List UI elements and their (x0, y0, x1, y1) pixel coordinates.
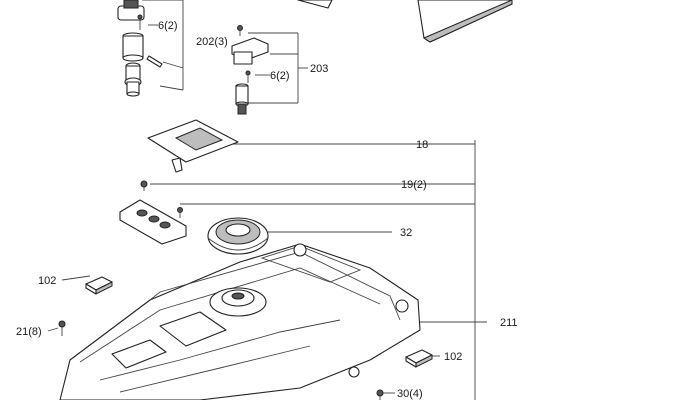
label-203: 203 (310, 63, 328, 75)
label-211: 211 (500, 317, 518, 329)
rubber-pad-right (405, 349, 433, 368)
leader-lines (47, 0, 487, 400)
label-19: 19(2) (401, 179, 427, 191)
label-30: 30(4) (397, 388, 423, 400)
callout-labels: 6(2) 202(3) 6(2) 203 18 19(2) 32 102 211… (16, 20, 518, 400)
label-6-mid: 6(2) (270, 70, 290, 82)
label-102-right: 102 (444, 351, 462, 363)
label-32: 32 (400, 227, 412, 239)
center-mount-assembly (231, 25, 269, 115)
top-plate (297, 0, 513, 43)
screw-19 (140, 180, 183, 218)
bolt-30 (376, 389, 384, 400)
control-panel (119, 199, 187, 245)
fuel-tank (59, 243, 421, 400)
label-202: 202(3) (196, 36, 228, 48)
fuel-cap (207, 217, 269, 255)
left-mount-assembly (117, 0, 163, 97)
label-18: 18 (416, 139, 428, 151)
rubber-pad-left (85, 276, 113, 295)
bolt-21 (58, 320, 66, 336)
label-6-top: 6(2) (158, 20, 178, 32)
label-plate (147, 119, 239, 173)
label-21: 21(8) (16, 326, 42, 338)
label-102-left: 102 (38, 275, 56, 287)
